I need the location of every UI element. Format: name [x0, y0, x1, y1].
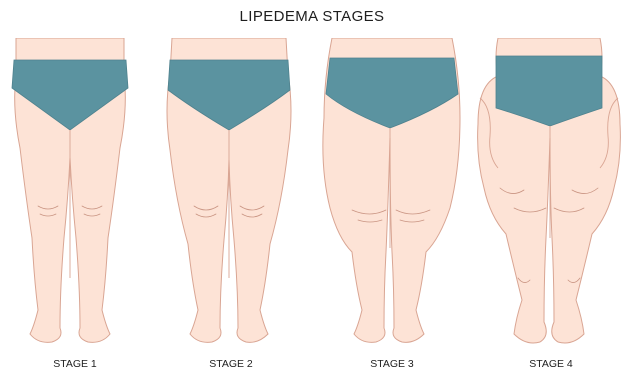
stage-4-figure: [474, 38, 624, 348]
stage-4-label: STAGE 4: [506, 358, 596, 370]
stage-3-label: STAGE 3: [347, 358, 437, 370]
stage-1-label: STAGE 1: [30, 358, 120, 370]
stage-2-figure: [166, 38, 296, 348]
stage-1-figure: [10, 38, 140, 348]
stage-2-label: STAGE 2: [186, 358, 276, 370]
stage-3-figure: [322, 38, 462, 348]
diagram-title: LIPEDEMA STAGES: [0, 8, 624, 25]
